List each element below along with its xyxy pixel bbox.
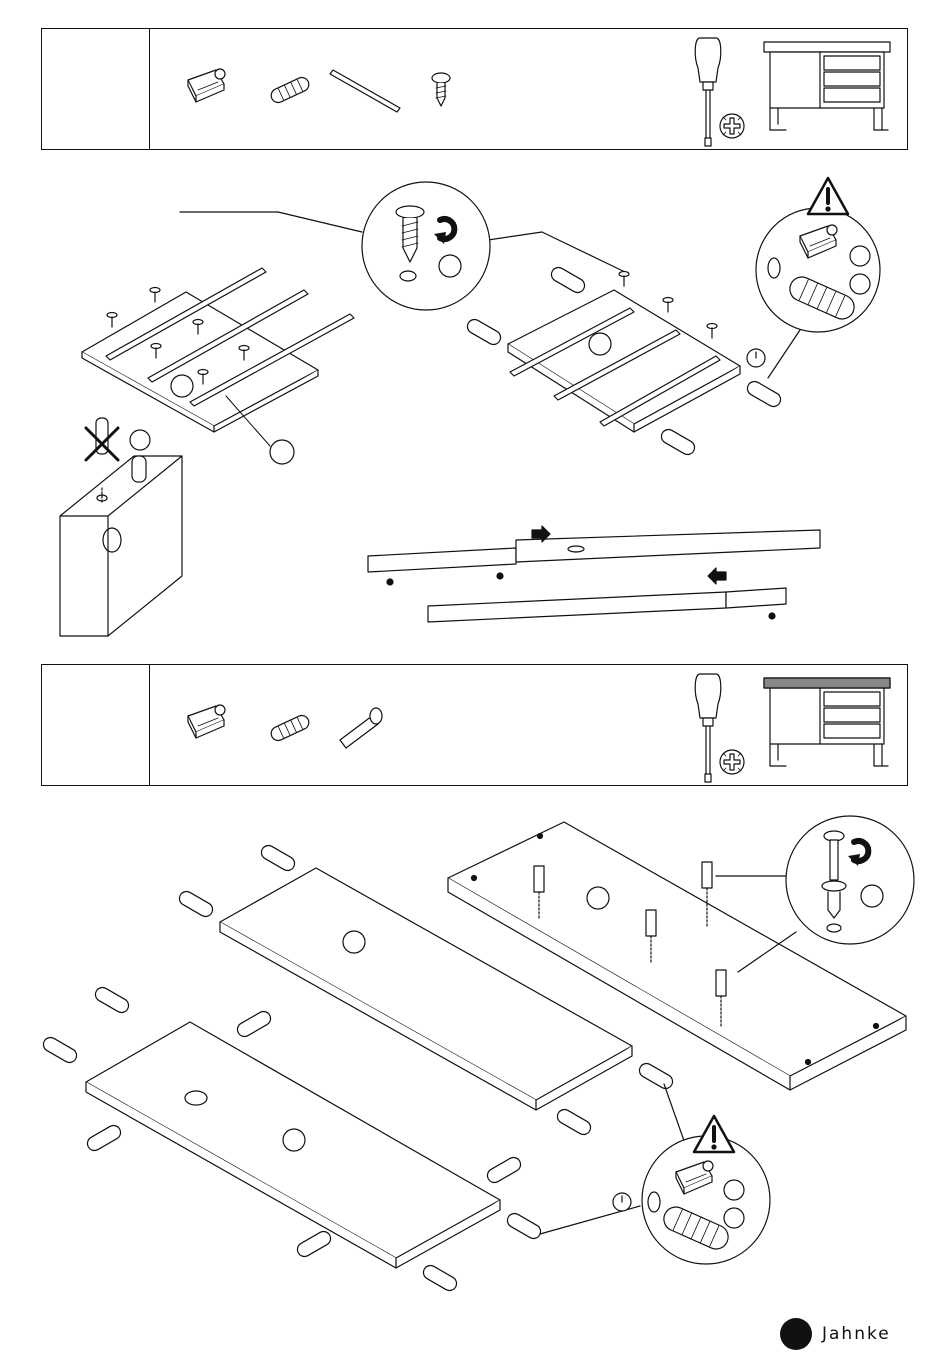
warning-icon <box>808 178 848 214</box>
drawer-side-panel-right <box>465 265 783 457</box>
rail-slide-detail <box>368 526 820 622</box>
dowel-insert-detail <box>60 418 182 636</box>
screwdriver-icon <box>695 38 721 146</box>
jahnke-logo-icon <box>780 1318 812 1350</box>
time-icon <box>747 349 765 367</box>
cam-warning-circle-2 <box>540 1084 770 1264</box>
screw-icon <box>107 313 117 328</box>
drawer-side-panel-left <box>82 268 354 464</box>
drawer-rail-icon <box>330 70 400 112</box>
dowel-icon <box>269 75 311 105</box>
part-callout <box>270 440 294 464</box>
cam-bolt-icon <box>340 708 382 748</box>
screw-icon <box>663 298 673 313</box>
screw-icon <box>432 73 450 106</box>
step2-parts <box>188 674 890 782</box>
cam-lock-icon <box>188 69 225 102</box>
time-icon <box>613 1193 631 1211</box>
screwdriver-icon <box>695 674 721 782</box>
phillips-bit-icon <box>720 750 744 774</box>
screw-icon <box>619 272 629 287</box>
desk-preview-icon <box>764 678 890 766</box>
phillips-bit-icon <box>720 114 744 138</box>
screw-icon <box>707 324 717 339</box>
arrow-left-icon <box>708 568 726 584</box>
cam-warning-circle <box>756 178 880 378</box>
screw-detail-circle <box>180 182 625 310</box>
cam-lock-icon <box>188 705 225 738</box>
dowel-icon <box>269 713 311 743</box>
brand-logo: Jahnke <box>780 1318 891 1350</box>
warning-icon <box>694 1116 734 1152</box>
step1-parts <box>188 38 890 146</box>
desk-preview-icon <box>764 42 890 130</box>
screw-icon <box>150 288 160 303</box>
part-callout <box>171 375 193 397</box>
brand-wordmark: Jahnke <box>822 1324 891 1344</box>
